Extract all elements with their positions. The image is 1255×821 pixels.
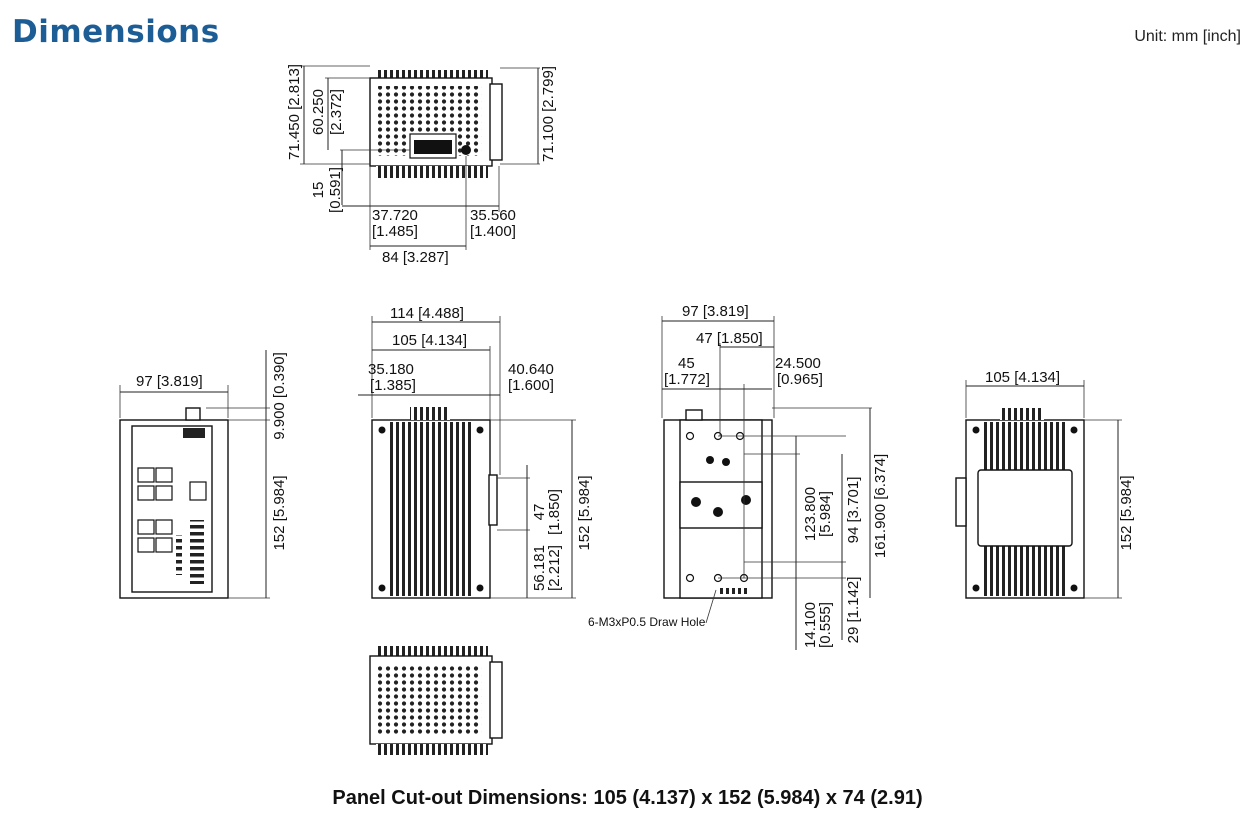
top-view-fins-top [376,70,488,80]
dim-top-h3: 71.100 [2.799] [540,66,557,162]
dim-front-h: 152 [5.984] [271,475,288,550]
dim-side-h1b: [1.850] [546,489,563,535]
dim-side-h1: 47 [531,504,548,521]
rj45-ports [137,467,173,553]
dim-rear-h4: 14.100 [802,602,819,648]
console-port [189,481,207,501]
dim-rear-h4b: [0.555] [817,602,834,648]
terminal-block-pins [414,140,452,154]
bottom-view [369,646,503,755]
side-view: 114 [4.488] 105 [4.134] 35.180 [1.385] 4… [358,305,593,599]
dim-side-h3: 152 [5.984] [576,475,593,550]
dim-rear-w1: 97 [3.819] [682,303,749,320]
dim-top-h4: 15 [310,182,327,199]
dim-top-h4b: [0.591] [327,167,344,213]
dim-side-w1: 114 [4.488] [390,305,464,322]
other-side-terminal [1000,408,1044,420]
sfp-slots [190,520,204,584]
dim-front-w: 97 [3.819] [136,373,203,390]
top-view-side-rail [489,83,503,161]
page-title: Dimensions [12,14,220,50]
unit-label: Unit: mm [inch] [1134,28,1241,45]
dim-rear-w4b: [0.965] [777,371,823,388]
bottom-view-side-rail [489,661,503,739]
dim-rear-h1: 123.800 [802,487,819,541]
dim-top-w3: 84 [3.287] [382,249,449,266]
dim-side-w2: 105 [4.134] [392,332,467,349]
panel-cutout-caption: Panel Cut-out Dimensions: 105 (4.137) x … [332,787,923,809]
dim-side-w3: 35.180 [368,361,414,378]
dim-rear-w3b: [1.772] [664,371,710,388]
other-side-view: 105 [4.134] 152 [5.984] [955,369,1135,599]
draw-hole-note: 6-M3xP0.5 Draw Hole [588,615,706,629]
other-side-din-clip [955,477,967,527]
front-view-leds [183,428,205,438]
bottom-view-vent-grid [378,664,482,736]
rear-view-connector [685,409,703,421]
dim-rear-w4: 24.500 [775,355,821,372]
dim-rear-h1b: [5.984] [817,491,834,537]
dim-front-h-top: 9.900 [0.390] [271,352,288,440]
dim-top-w2b: [1.400] [470,223,516,240]
din-clip [488,474,498,526]
dim-side-w4b: [1.600] [508,377,554,394]
dim-side-h2: 56.181 [531,545,548,591]
rear-view: 97 [3.819] 47 [1.850] 45 [1.772] 24.500 … [588,303,889,650]
dim-side-w3b: [1.385] [370,377,416,394]
label-area [977,469,1073,547]
dim-top-h2: 60.250 [310,89,327,135]
dim-top-w1: 37.720 [372,207,418,224]
dim-side-w4: 40.640 [508,361,554,378]
bottom-view-fins-bottom [376,744,488,755]
dim-rear-w3: 45 [678,355,695,372]
dim-top-h1: 71.450 [2.813] [286,64,303,160]
dim-other-w: 105 [4.134] [985,369,1060,386]
dim-side-h2b: [2.212] [546,545,563,591]
dim-top-h2b: [2.372] [328,89,345,135]
dimension-drawing: 71.450 [2.813] 60.250 [2.372] 15 [0.591]… [119,64,1135,755]
front-view: 97 [3.819] 9.900 [0.390] 152 [5.984] [119,350,288,599]
dim-rear-h2: 94 [3.701] [845,477,862,544]
top-view-fins-bottom [376,166,488,178]
dim-rear-h3: 161.900 [6.374] [872,454,889,558]
ground-screw [461,145,471,155]
dim-rear-h5: 29 [1.142] [845,577,862,644]
side-view-fins [390,422,472,596]
top-view: 71.450 [2.813] 60.250 [2.372] 15 [0.591]… [286,64,557,266]
side-view-terminal [410,407,450,420]
front-view-indicator-column [176,535,182,575]
dim-other-h: 152 [5.984] [1118,475,1135,550]
dim-rear-w2: 47 [1.850] [696,330,763,347]
dim-top-w1b: [1.485] [372,223,418,240]
front-view-connector [185,407,201,421]
bottom-view-fins-top [376,646,488,658]
dim-top-w2: 35.560 [470,207,516,224]
